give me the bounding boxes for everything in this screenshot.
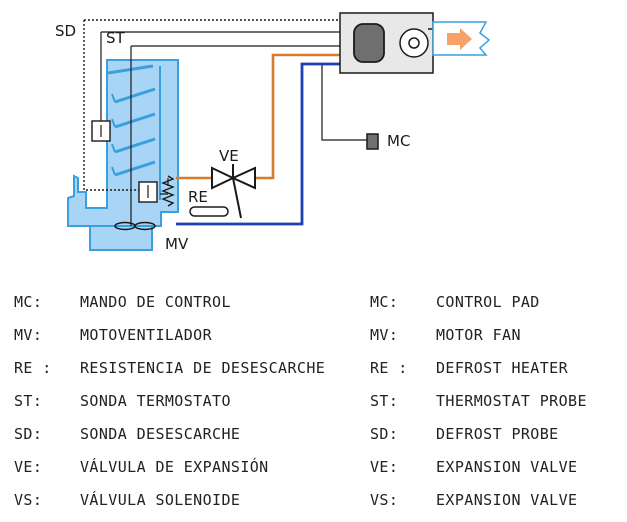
label-mc: MC	[387, 132, 410, 150]
st-wire	[100, 31, 340, 121]
legend-code: VE:	[14, 458, 43, 476]
heater-coil-icon	[161, 175, 175, 207]
legend-text: VÁLVULA SOLENOIDE	[80, 491, 241, 509]
legend-code: RE :	[370, 359, 408, 377]
evaporator-fins	[107, 64, 156, 177]
label-st: ST	[106, 29, 126, 47]
label-mv: MV	[165, 235, 189, 253]
liquid-line	[255, 53, 340, 180]
legend-text: EXPANSION VALVE	[436, 491, 578, 509]
legend-text: VÁLVULA DE EXPANSIÓN	[80, 458, 269, 476]
legend-text: THERMOSTAT PROBE	[436, 392, 587, 410]
condensing-unit	[339, 12, 434, 74]
legend-code: RE :	[14, 359, 52, 377]
legend-code: MC:	[14, 293, 43, 311]
legend-text: SONDA TERMOSTATO	[80, 392, 231, 410]
defrost-heater-icon	[189, 206, 229, 217]
legend-text: MANDO DE CONTROL	[80, 293, 231, 311]
legend-code: ST:	[370, 392, 399, 410]
legend-text: SONDA DESESCARCHE	[80, 425, 241, 443]
expansion-valve-icon	[211, 164, 256, 219]
discharge-arrow-icon	[432, 21, 491, 56]
legend-code: SD:	[370, 425, 399, 443]
legend-text: MOTOR FAN	[436, 326, 521, 344]
legend-text: DEFROST PROBE	[436, 425, 559, 443]
refrigeration-diagram: SD ST VE RE MC MV	[55, 12, 491, 253]
suction-line	[176, 62, 340, 226]
legend-code: VS:	[370, 491, 399, 509]
motor-fan-icon	[114, 221, 156, 231]
legend-text: MOTOVENTILADOR	[80, 326, 213, 344]
legend-code: MV:	[14, 326, 43, 344]
label-ve: VE	[219, 147, 239, 165]
legend-code: VS:	[14, 491, 43, 509]
legend-text: CONTROL PAD	[436, 293, 540, 311]
legend-text: EXPANSION VALVE	[436, 458, 578, 476]
sd-wire	[83, 19, 340, 191]
legend-code: SD:	[14, 425, 43, 443]
legend-code: MV:	[370, 326, 399, 344]
legend-text: DEFROST HEATER	[436, 359, 569, 377]
label-re: RE	[188, 188, 208, 206]
control-pad-icon	[366, 133, 379, 150]
label-sd: SD	[55, 22, 76, 40]
legend-text: RESISTENCIA DE DESESCARCHE	[80, 359, 326, 377]
legend-code: MC:	[370, 293, 399, 311]
legend-code: VE:	[370, 458, 399, 476]
legend-code: ST:	[14, 392, 43, 410]
